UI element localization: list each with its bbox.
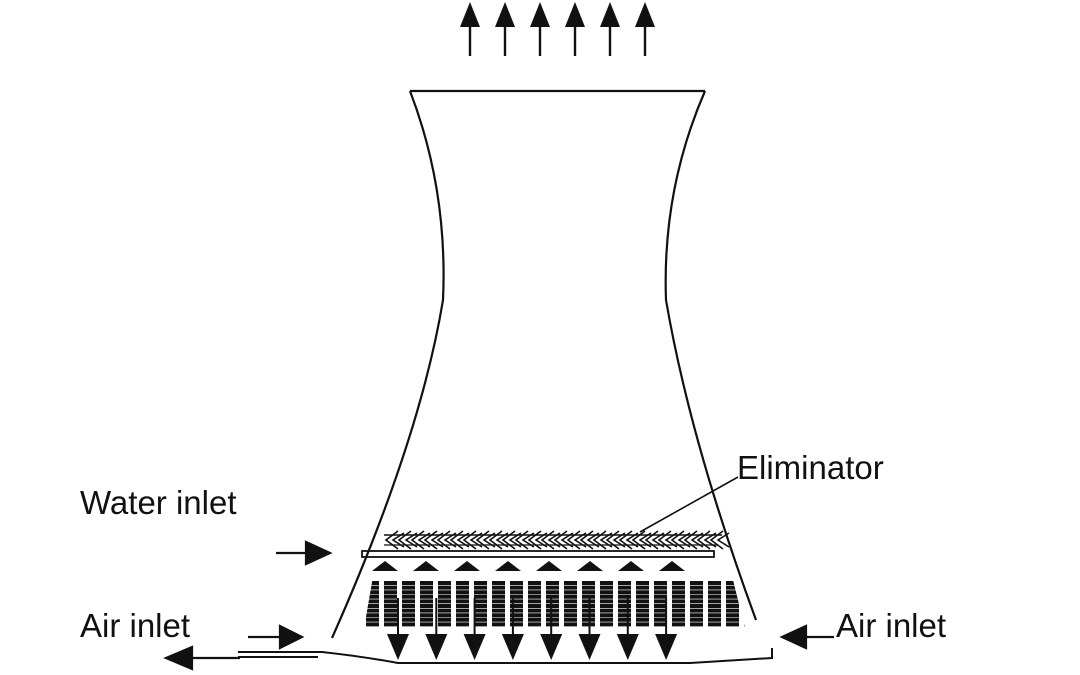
drain-arrow <box>425 598 448 660</box>
exhaust-arrow <box>565 2 585 56</box>
water-outlet-arrow <box>163 645 240 671</box>
exhaust-arrows <box>460 2 655 56</box>
drain-arrow <box>616 598 639 660</box>
spray-nozzles <box>372 561 685 571</box>
drain-arrow <box>387 598 409 660</box>
drain-arrow <box>540 598 563 660</box>
exhaust-arrow <box>635 2 655 56</box>
spray-nozzle <box>536 561 562 571</box>
tower-right-wall <box>664 90 758 621</box>
air-inlet-left-arrow <box>248 624 305 650</box>
spray-nozzle <box>495 561 521 571</box>
spray-nozzle <box>372 561 398 571</box>
air-inlet-right-arrow <box>779 624 834 650</box>
water-inlet-label: Water inlet <box>80 484 237 521</box>
spray-nozzle <box>659 561 685 571</box>
drain-arrow <box>463 598 486 660</box>
drain-arrow <box>501 598 524 660</box>
exhaust-arrow <box>495 2 515 56</box>
air-inlet-right-label: Air inlet <box>836 607 947 644</box>
air-inlet-left-label: Air inlet <box>80 607 191 644</box>
drain-arrow <box>578 598 601 660</box>
exhaust-arrow <box>530 2 550 56</box>
exhaust-arrow <box>600 2 620 56</box>
eliminator-leader-line <box>639 476 739 533</box>
basin <box>238 648 773 664</box>
drain-arrows <box>387 598 678 660</box>
spray-nozzle <box>454 561 480 571</box>
eliminator-layer <box>384 530 730 550</box>
tower-shell <box>330 89 758 639</box>
exhaust-arrow <box>460 2 480 56</box>
spray-nozzle <box>413 561 439 571</box>
eliminator-label: Eliminator <box>737 449 884 486</box>
water-inlet-arrow <box>276 540 333 566</box>
spray-nozzle <box>618 561 644 571</box>
drain-arrow <box>655 598 678 660</box>
tower-left-wall <box>330 90 445 639</box>
spray-nozzle <box>577 561 603 571</box>
water-distribution-pipe <box>361 550 715 558</box>
fill-packing <box>362 581 748 627</box>
